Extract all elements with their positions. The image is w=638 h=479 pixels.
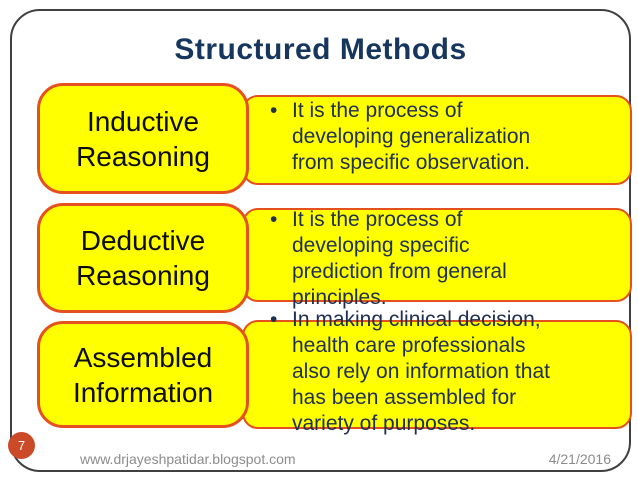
bullet-text: It is the process of developing specific… — [292, 208, 507, 309]
page-number: 7 — [17, 438, 26, 453]
bullet-icon: • — [270, 208, 278, 231]
description-panel-deductive — [242, 208, 632, 302]
slide: Structured Methods Inductive Reasoning D… — [10, 9, 632, 472]
method-box-assembled-information: Assembled Information — [37, 321, 249, 428]
method-label: Deductive Reasoning — [76, 225, 210, 291]
footer-website: www.drjayeshpatidar.blogspot.com — [80, 451, 296, 467]
description-text-inductive: • It is the process of developing genera… — [270, 98, 570, 176]
method-box-deductive-reasoning: Deductive Reasoning — [37, 203, 249, 313]
description-text-deductive: • It is the process of developing specif… — [270, 207, 570, 311]
bullet-item: • It is the process of developing specif… — [270, 207, 570, 311]
bullet-icon: • — [270, 308, 278, 331]
bullet-text: It is the process of developing generali… — [292, 99, 531, 174]
description-panel-assembled — [242, 320, 632, 429]
bullet-item: • In making clinical decision, health ca… — [270, 307, 570, 437]
method-label: Inductive Reasoning — [76, 105, 210, 172]
page-number-badge: 7 — [8, 432, 35, 459]
description-panel-inductive — [242, 95, 632, 185]
bullet-text: In making clinical decision, health care… — [292, 308, 550, 435]
bullet-item: • It is the process of developing genera… — [270, 98, 570, 176]
method-label: Assembled Information — [72, 341, 214, 408]
bullet-icon: • — [270, 99, 278, 122]
footer-date: 4/21/2016 — [548, 451, 611, 467]
method-box-inductive-reasoning: Inductive Reasoning — [37, 83, 249, 194]
description-text-assembled: • In making clinical decision, health ca… — [270, 307, 570, 437]
slide-title: Structured Methods — [174, 33, 467, 66]
